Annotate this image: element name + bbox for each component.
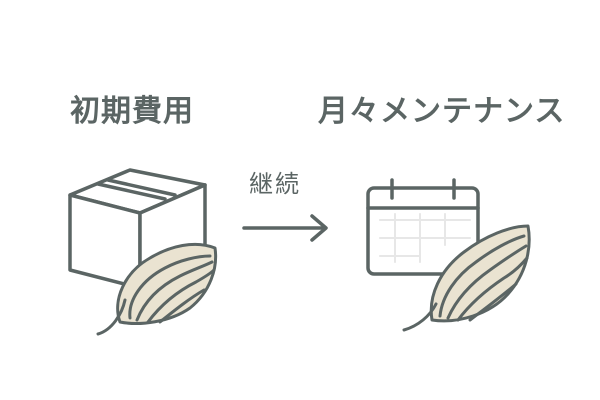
hair-icon bbox=[402, 224, 531, 332]
hair-icon bbox=[96, 242, 218, 336]
initial-cost-label: 初期費用 bbox=[70, 94, 194, 129]
box-icon bbox=[68, 168, 207, 290]
continue-label: 継続 bbox=[249, 170, 301, 198]
calendar-icon bbox=[366, 178, 480, 276]
arrow-right-icon bbox=[242, 214, 328, 242]
monthly-maintenance-label: 月々メンテナンス bbox=[318, 94, 566, 129]
